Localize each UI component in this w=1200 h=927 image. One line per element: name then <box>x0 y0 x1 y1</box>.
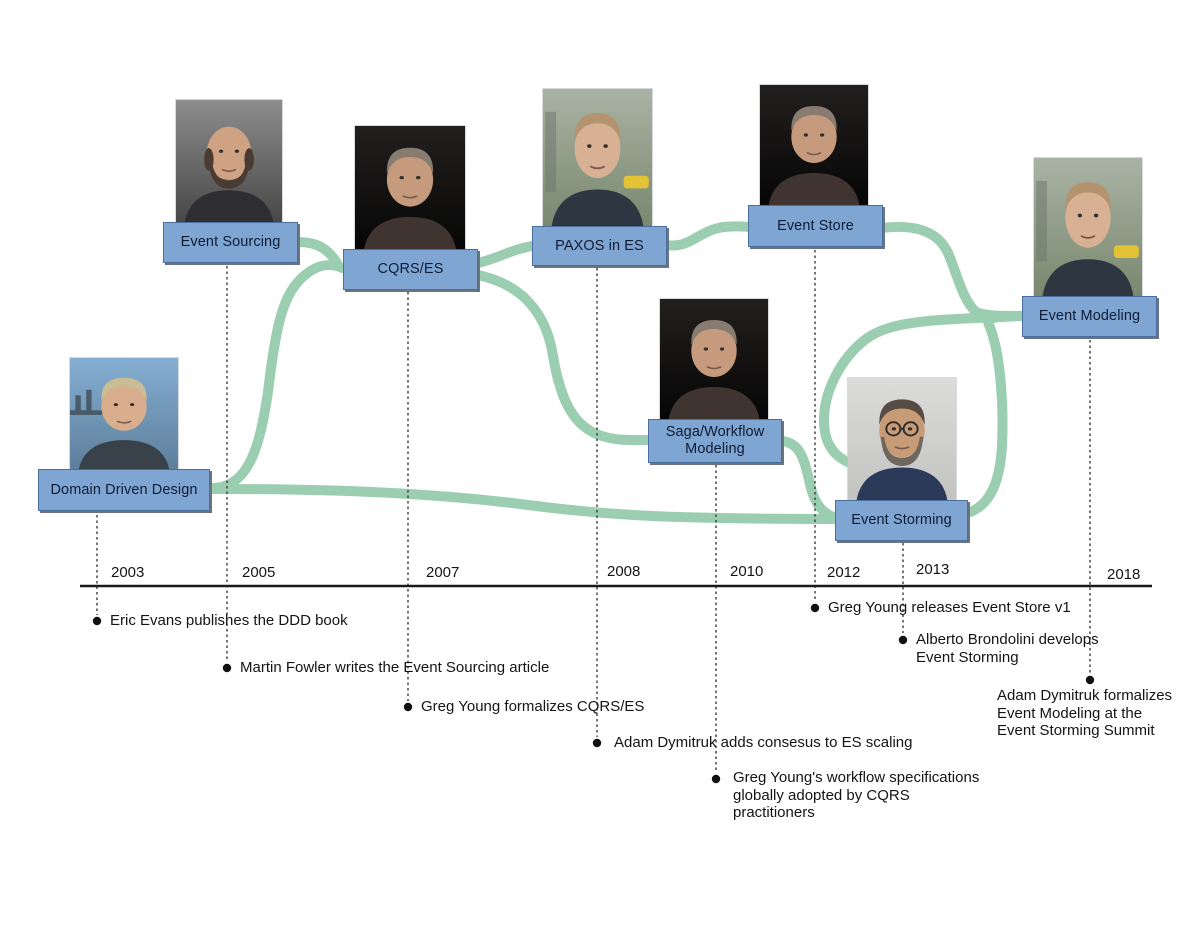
node-label-line: Modeling <box>685 441 745 457</box>
edge-event-store_to_event-modeling <box>877 221 1026 321</box>
annotation-line: Martin Fowler writes the Event Sourcing … <box>240 659 550 676</box>
portrait-photo-saga-workflow-modeling <box>660 299 768 419</box>
edge-saga_to_event-storming <box>777 436 841 523</box>
year-label-2003: 2003 <box>111 564 145 581</box>
node-label-line: Event Storming <box>851 512 952 528</box>
node-box-event-store: Event Store <box>748 205 883 247</box>
edge-cqrs-es_to_paxos <box>473 241 537 268</box>
portrait-photo-art <box>176 100 282 223</box>
node-label-line: Event Sourcing <box>180 234 281 250</box>
annotation-line: Event Storming Summit <box>997 722 1155 739</box>
portrait-photo-art <box>543 89 652 226</box>
node-label-line: Event Store <box>777 217 854 234</box>
year-label-2005: 2005 <box>242 564 276 581</box>
year-label-2010: 2010 <box>730 563 764 580</box>
annotation-line: Adam Dymitruk adds consesus to ES scalin… <box>614 734 913 751</box>
annotation-line: Alberto Brondolini develops <box>916 631 1099 648</box>
annotation-bullet <box>592 738 602 748</box>
node-box-paxos-in-es: PAXOS in ES <box>532 226 667 266</box>
node-label-line: PAXOS in ES <box>555 237 644 254</box>
node-box-event-storming: Event Storming <box>835 500 968 541</box>
annotation-note-2012: Greg Young releases Event Store v1 <box>828 599 1071 617</box>
annotation-note-2003: Eric Evans publishes the DDD book <box>110 612 348 630</box>
node-label-line: Domain Driven Design <box>50 481 198 498</box>
annotation-line: globally adopted by CQRS <box>733 786 910 804</box>
node-box-domain-driven-design: Domain Driven Design <box>38 469 210 511</box>
portrait-photo-event-storming <box>848 378 956 500</box>
edge-cqrs-es_to_saga <box>473 270 653 446</box>
annotation-bullet <box>898 635 908 645</box>
annotation-line: Greg Young's workflow specifications <box>733 769 980 786</box>
annotation-bullet <box>810 603 820 613</box>
node-box-event-sourcing: Event Sourcing <box>163 222 298 263</box>
portrait-photo-event-store <box>760 85 868 205</box>
year-label-2013: 2013 <box>916 561 950 578</box>
edge-event-sourcing_to_cqrs-es <box>292 237 342 268</box>
portrait-photo-event-modeling <box>1034 158 1142 296</box>
annotation-line: Adam Dymitruk formalizes <box>997 687 1173 704</box>
portrait-photo-art <box>1034 158 1142 296</box>
annotation-line: Greg Young releases Event Store v1 <box>828 599 1071 616</box>
portrait-photo-art <box>660 299 768 419</box>
portrait-photo-art <box>848 378 956 500</box>
annotation-line: practitioners <box>733 804 815 821</box>
portrait-photo-art <box>355 126 465 250</box>
portrait-photo-event-sourcing <box>176 100 282 223</box>
node-label-line: Saga/Workflow <box>665 424 765 440</box>
annotation-line: Eric Evans publishes the DDD book <box>110 612 348 629</box>
edge-ddd_to_event-storming <box>205 484 841 524</box>
edge-event-storming_to_event-modeling <box>962 311 1026 518</box>
node-label-line: Event Modeling <box>1038 308 1141 324</box>
node-box-event-modeling: Event Modeling <box>1022 296 1157 337</box>
annotation-note-2008: Adam Dymitruk adds consesus to ES scalin… <box>614 734 912 752</box>
annotation-bullet <box>92 616 102 626</box>
annotation-note-2007: Greg Young formalizes CQRS/ES <box>421 698 644 716</box>
portrait-photo-art <box>760 85 868 205</box>
annotation-line: Event Modeling at the <box>997 704 1143 722</box>
year-label-2007: 2007 <box>426 564 460 581</box>
annotation-line: Event Storming <box>916 648 1019 666</box>
annotation-bullet <box>711 774 721 784</box>
year-label-2018: 2018 <box>1107 566 1141 583</box>
edge-ddd_to_cqrs-es <box>207 260 347 493</box>
portrait-photo-cqrs-es <box>355 126 465 250</box>
node-label-line: CQRS/ES <box>377 261 444 277</box>
annotation-bullet <box>1085 675 1095 685</box>
annotation-bullet <box>403 702 413 712</box>
annotation-bullet <box>222 663 232 673</box>
portrait-photo-art <box>70 358 178 470</box>
annotation-line: Greg Young formalizes CQRS/ES <box>421 698 645 715</box>
node-box-cqrs-es: CQRS/ES <box>343 249 478 290</box>
year-label-2012: 2012 <box>827 564 861 581</box>
annotation-note-2005: Martin Fowler writes the Event Sourcing … <box>240 659 549 677</box>
year-label-2008: 2008 <box>607 563 641 580</box>
portrait-photo-domain-driven-design <box>70 358 178 470</box>
portrait-photo-paxos-in-es <box>543 89 652 226</box>
